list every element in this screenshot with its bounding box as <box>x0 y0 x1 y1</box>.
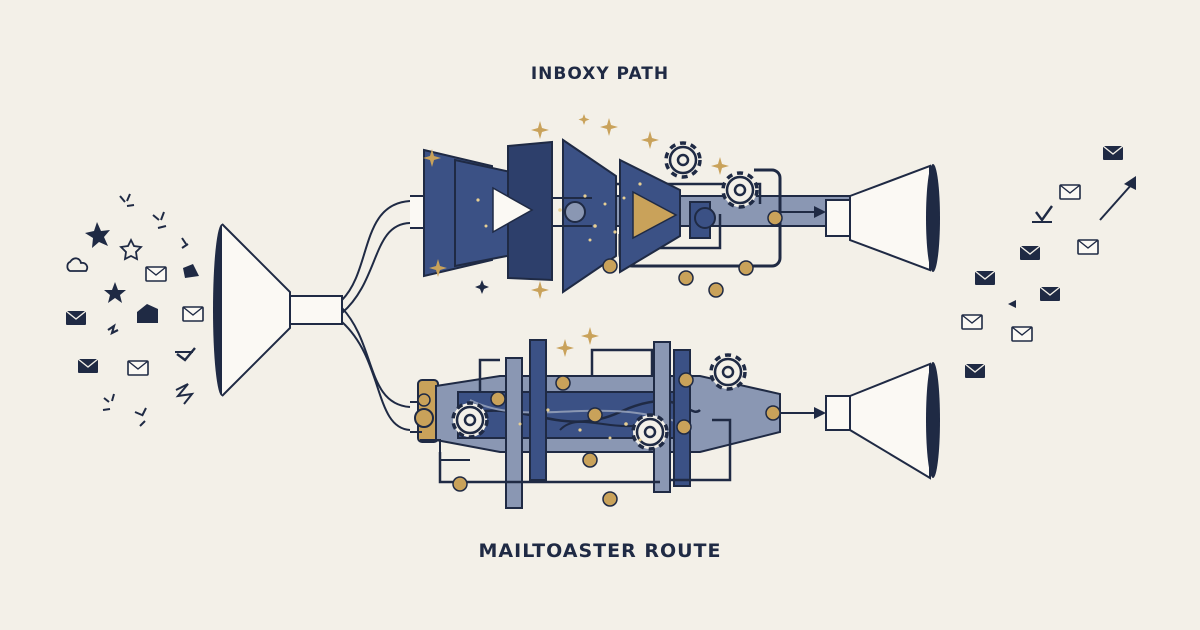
mailtoaster-machine <box>410 339 781 509</box>
bottom-output <box>780 362 940 480</box>
hourglass-icon <box>175 383 195 405</box>
sparkle-icon <box>85 222 110 248</box>
envelope-icon <box>961 314 983 330</box>
envelope-icon <box>127 360 149 376</box>
arrow-icon <box>814 206 826 218</box>
gear-icon <box>664 141 702 179</box>
sparkle-icon <box>600 118 618 136</box>
arrow-icon <box>1124 176 1136 190</box>
funnel-icon <box>213 223 343 397</box>
sparkle-icon <box>531 281 549 299</box>
inboxy-path-label: INBOXY PATH <box>530 64 670 84</box>
gear-icon <box>709 353 747 391</box>
envelope-icon <box>1019 245 1041 261</box>
sparkle-cluster-top <box>423 114 729 299</box>
envelope-icon <box>182 306 204 322</box>
funnel-icon <box>926 164 940 272</box>
sparkle-icon <box>581 327 599 345</box>
gear-icon <box>451 401 489 439</box>
envelope-icon <box>1011 326 1033 342</box>
envelope-icon <box>1102 145 1124 161</box>
envelope-icon <box>65 310 87 326</box>
envelope-icon <box>137 304 158 323</box>
envelope-icon <box>1059 184 1081 200</box>
sparkle-icon <box>641 131 659 149</box>
gear-icon <box>631 413 669 451</box>
sparkle-icon <box>119 237 143 261</box>
envelope-icon <box>145 266 167 282</box>
delivered-messages <box>961 145 1136 379</box>
cloud-icon <box>66 257 89 272</box>
funnel-icon <box>926 362 940 478</box>
envelope-icon <box>1039 286 1061 302</box>
incoming-messages-cloud <box>65 193 204 427</box>
sparkle-icon <box>104 282 126 303</box>
top-output <box>780 164 940 272</box>
inboxy-machine <box>410 138 851 298</box>
arrow-icon <box>814 407 826 419</box>
sparkle-icon <box>711 157 729 175</box>
sparkle-icon <box>556 339 574 357</box>
mailtoaster-route-label: MAILTOASTER ROUTE <box>478 540 722 562</box>
envelope-icon <box>77 358 99 374</box>
envelope-icon <box>964 363 986 379</box>
split-pipes <box>341 200 411 431</box>
gear-icon <box>721 171 759 209</box>
envelope-icon <box>974 270 996 286</box>
envelope-icon <box>1077 239 1099 255</box>
sparkle-icon <box>531 121 549 139</box>
